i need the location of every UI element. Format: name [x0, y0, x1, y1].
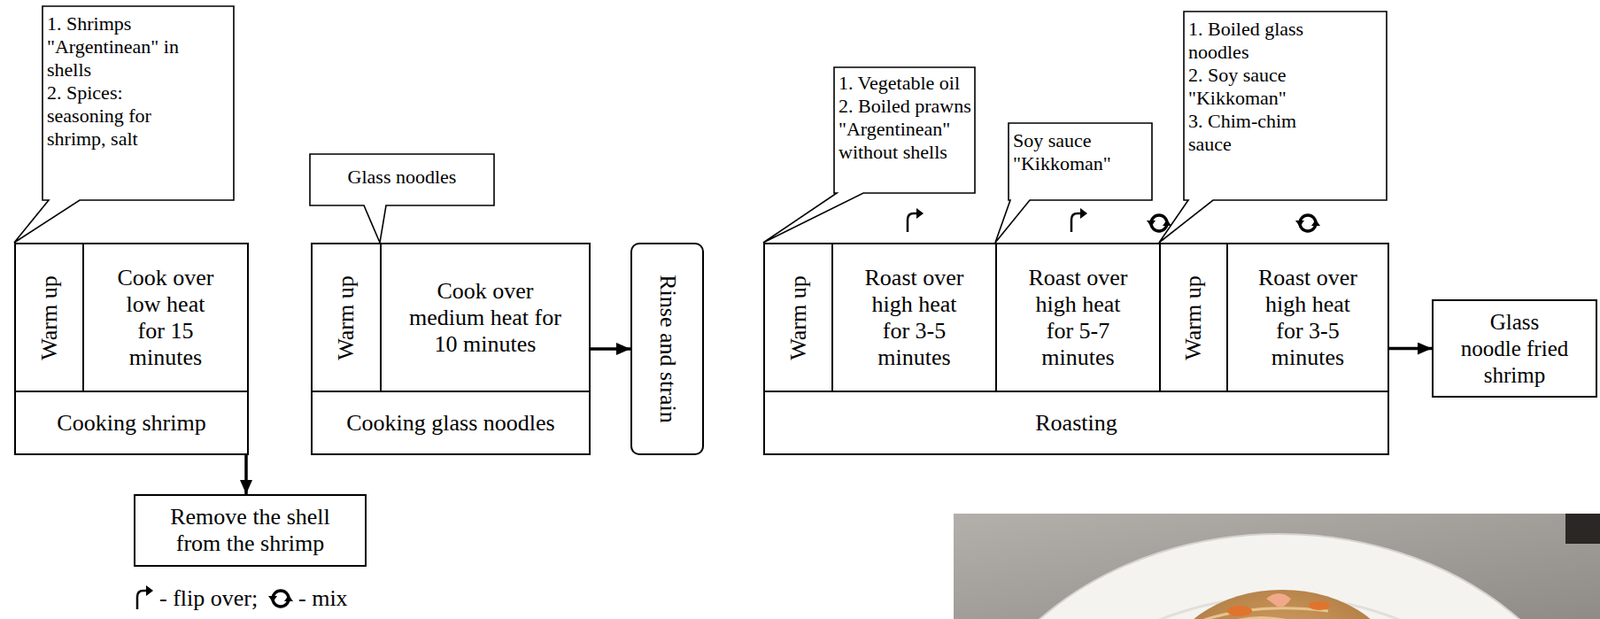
node-text: Warm up [332, 275, 360, 360]
flow-arrow [1389, 347, 1432, 351]
callout-shape [309, 154, 495, 243]
node-text: Remove the shell from the shrimp [157, 503, 344, 557]
node-text: Roast over high heat for 5-7 minutes [1025, 264, 1132, 372]
callout-box: 1. Boiled glass noodles2. Soy sauce "Kik… [1182, 10, 1388, 201]
result-box: Glass noodle fried shrimp [1431, 299, 1598, 398]
noodle-mound [1165, 589, 1400, 619]
step-cell: Roast over high heat for 3-5 minutes [831, 242, 998, 393]
carrot-piece [1227, 605, 1253, 617]
flow-arrow [590, 347, 631, 351]
process-block: Warm up Cook over medium heat for 10 minu… [310, 242, 591, 456]
shrimp-piece [1266, 593, 1291, 608]
node-text: Warm up [1180, 275, 1207, 360]
step-cell: Warm up [14, 242, 85, 393]
node-text: Cooking shrimp [15, 392, 248, 454]
mix-icon [1295, 215, 1321, 232]
step-cell: Warm up [1159, 242, 1229, 393]
callout-shape [763, 67, 975, 243]
node-text: Roasting [765, 392, 1388, 454]
node-text: Roast over high heat for 3-5 minutes [1254, 264, 1361, 372]
process-block: Warm up Cook over low heat for 15 minutes… [14, 242, 249, 456]
node-text: 1. Shrimps "Argentinean" in shells [46, 12, 198, 82]
callout-box: Glass noodles [309, 153, 495, 207]
step-cell: Warm up [763, 242, 834, 393]
step-cell: Warm up [310, 242, 382, 393]
step-cell: Roast over high heat for 5-7 minutes [995, 242, 1161, 393]
node-text: Warm up [785, 275, 812, 360]
callout-box: 1. Vegetable oil2. Boiled prawns "Argent… [833, 66, 976, 194]
carrot-piece [1308, 601, 1330, 611]
node-text: 3. Chim-chim sauce [1188, 109, 1322, 156]
terminal-box: Rinse and strain [630, 242, 704, 456]
node-text: Cook over low heat for 15 minutes [112, 264, 219, 372]
process-box: Remove the shell from the shrimp [133, 494, 367, 567]
node-text: Rinse and strain [654, 274, 681, 424]
plate [953, 533, 1600, 619]
dark-corner [1565, 513, 1600, 544]
process-block: Warm up Roast over high heat for 3-5 minu… [763, 242, 1390, 456]
callout-box: 1. Shrimps "Argentinean" in shells2. Spi… [41, 5, 235, 201]
node-text: Cooking glass noodles [312, 392, 589, 454]
legend-text: - flip over; [159, 585, 258, 612]
legend-flip-icon [137, 585, 154, 610]
mix-icon [1146, 215, 1172, 232]
node-text: Soy sauce "Kikkoman" [1012, 129, 1146, 176]
callout-shape [995, 123, 1152, 243]
photo-content [953, 513, 1600, 619]
node-text: Cook over medium heat for 10 minutes [405, 278, 565, 358]
step-cell: Cook over low heat for 15 minutes [82, 242, 249, 393]
node-text: Warm up [36, 275, 63, 360]
flip-icon [907, 208, 924, 232]
node-text: Glass noodle fried shrimp [1459, 309, 1571, 389]
legend-text: - mix [298, 585, 348, 612]
callout-shape [1159, 11, 1387, 243]
step-cell: Roast over high heat for 3-5 minutes [1226, 242, 1390, 393]
legend-mix-icon [268, 590, 294, 607]
node-text: Roast over high heat for 3-5 minutes [861, 264, 968, 372]
flip-icon [1071, 208, 1088, 232]
callout-box: Soy sauce "Kikkoman" [1007, 122, 1153, 201]
node-text: 2. Spices: seasoning for shrimp, salt [46, 81, 198, 151]
node-text: 1. Boiled glass noodles [1188, 17, 1322, 64]
noodle-strands [1186, 608, 1377, 619]
step-cell: Cook over medium heat for 10 minutes [379, 242, 591, 393]
callout-shape [14, 6, 234, 243]
node-text: 2. Soy sauce "Kikkoman" [1188, 63, 1322, 110]
node-text: 1. Vegetable oil [838, 71, 974, 95]
flow-arrow [244, 455, 248, 495]
node-text: 2. Boiled prawns "Argentinean" without s… [838, 94, 974, 164]
node-text: Glass noodles [317, 165, 487, 189]
